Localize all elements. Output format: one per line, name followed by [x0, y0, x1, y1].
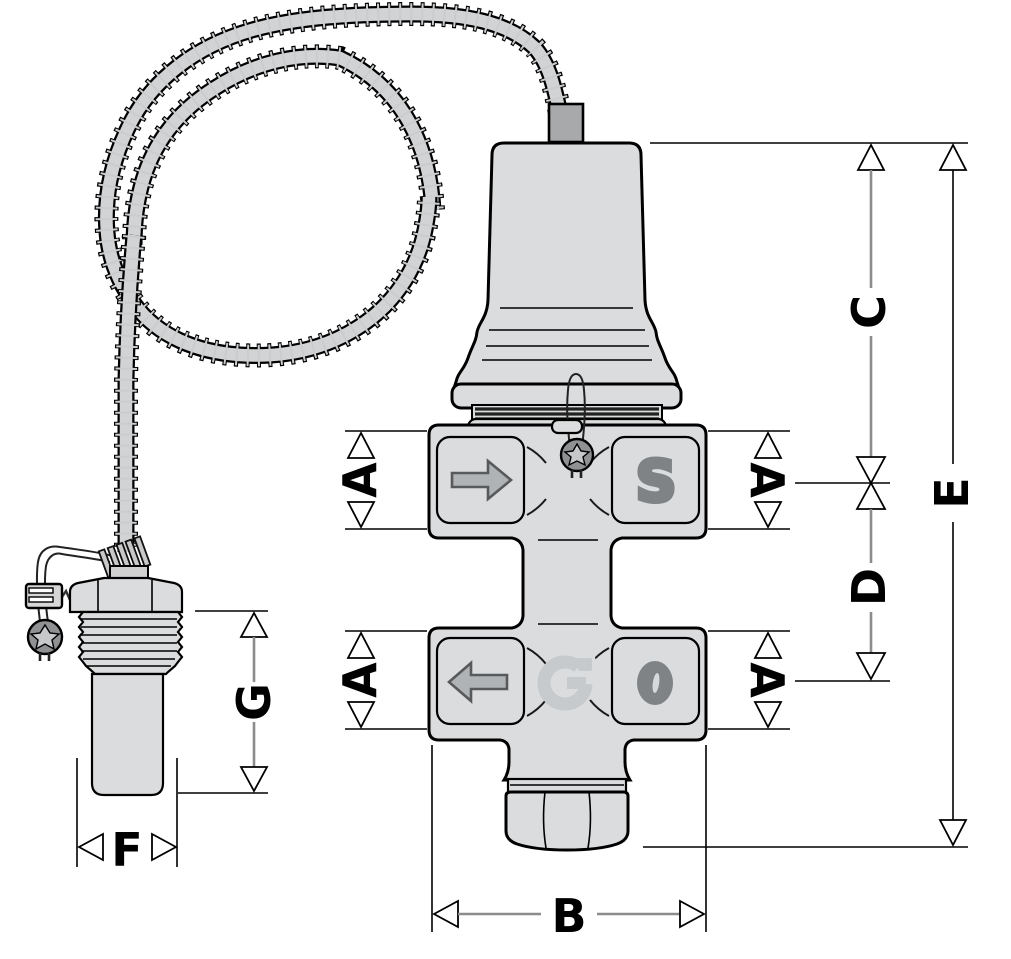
capillary-coil-inner-turn [122, 44, 445, 246]
brand-logo-icon [537, 650, 606, 711]
dimension-d: D [842, 481, 896, 681]
port-marking-s: S [636, 450, 676, 515]
seal-prongs [570, 470, 583, 478]
dim-label-a: A [740, 662, 794, 698]
dim-label-a: A [333, 662, 387, 698]
dim-label-b: B [551, 889, 586, 943]
dimension-a-upper-right: A [740, 431, 794, 529]
seal-star-icon [29, 623, 61, 651]
dimension-a-upper-left: A [333, 431, 387, 529]
capillary-stem-fitting [547, 102, 585, 144]
dim-label-d: D [842, 568, 896, 606]
flow-arrow-right-icon [450, 458, 514, 502]
sensor-bulb [90, 672, 165, 797]
seal-star-icon [563, 442, 591, 467]
dimension-e: E [925, 143, 979, 847]
capillary-coil-outer-loop [94, 1, 574, 368]
union-nut [504, 777, 630, 852]
valve-lead-seal [550, 372, 595, 478]
sensor-lead-seal [26, 618, 64, 661]
sensor-hex-head [68, 576, 184, 614]
port-upper-right [610, 435, 701, 525]
port-marking-0 [637, 661, 673, 705]
dimension-f: F [77, 823, 178, 877]
capillary-drop-to-sensor [114, 233, 146, 552]
dimension-a-lower-left: A [333, 631, 387, 729]
actuator-bell [451, 141, 682, 390]
flow-arrow-left-icon [447, 660, 509, 704]
dim-label-a: A [740, 462, 794, 498]
dim-label-g: G [227, 683, 281, 721]
dimension-g: G [227, 611, 281, 793]
dimension-c: C [842, 143, 896, 485]
dimension-a-lower-right: A [740, 631, 794, 729]
dimension-b: B [432, 889, 706, 943]
nut-facet-line [587, 791, 592, 849]
dim-label-a: A [333, 462, 387, 498]
dim-label-f: F [111, 823, 142, 877]
nut-facet-line [542, 791, 547, 849]
dim-label-c: C [842, 295, 896, 329]
dim-label-e: E [925, 477, 979, 508]
seal-clip [550, 418, 584, 435]
sensor-probe [68, 565, 184, 797]
seal-prongs [38, 653, 51, 661]
dimension-extension-lines [76, 142, 968, 932]
seal-wire [566, 372, 586, 449]
